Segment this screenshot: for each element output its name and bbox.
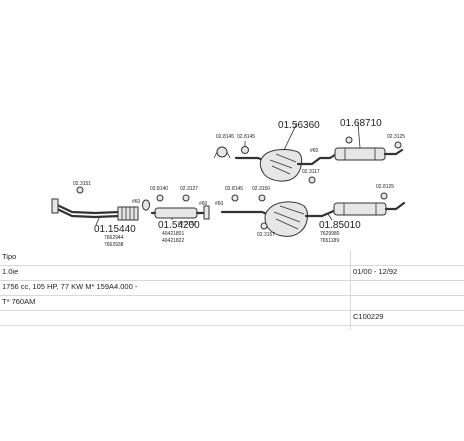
type-code: T* 760AM <box>2 297 36 306</box>
info-row-ref: C100229 <box>0 310 464 326</box>
model-name: Tipo <box>2 252 17 261</box>
front-downpipe <box>53 202 122 215</box>
lower-inlet-pipe <box>220 210 274 218</box>
reference-label: 7662944 <box>104 235 124 241</box>
small-part-label: 02.8145 <box>216 134 234 140</box>
marker-label: #60 <box>132 199 141 205</box>
small-part-label: 02.3127 <box>180 186 198 192</box>
small-part-label: 02.8145 <box>225 186 243 192</box>
part-number-label: 01.56360 <box>278 120 320 131</box>
part-number-label: 01.85010 <box>319 220 361 231</box>
upper-rear-silencer <box>334 147 386 161</box>
upper-mid-pipe <box>296 151 340 166</box>
marker-label: #60 <box>310 148 319 154</box>
front-flex-joint <box>117 206 139 221</box>
lower-tail-pipe <box>384 201 406 211</box>
lower-rear-silencer <box>333 202 387 216</box>
lower-center-silencer <box>264 201 308 237</box>
middle-cat <box>154 207 198 219</box>
small-part-label: 02.8125 <box>376 184 394 190</box>
part-number-label: 01.15440 <box>94 224 136 235</box>
small-part-label: 02.3117 <box>302 169 320 175</box>
part-number-labels: 01.56360 01.68710 01.15440 01.54200 01.8… <box>94 118 382 235</box>
middle-clamp-right <box>182 194 190 202</box>
exhaust-system-diagram: 01.56360 01.68710 01.15440 01.54200 01.8… <box>51 118 406 248</box>
small-part-labels: 02.8145 02.8145 02.3125 02.3117 02.3151 … <box>73 134 405 238</box>
middle-flange <box>203 205 210 220</box>
upper-rear-hanger <box>345 136 402 149</box>
small-part-label: 02.3151 <box>73 181 91 187</box>
lower-assembly <box>51 186 406 237</box>
marker-label: #60 <box>215 201 224 207</box>
part-number-label: 01.54200 <box>158 220 200 231</box>
reference-labels: 7662944 7662938 40421801 40421822 762998… <box>104 231 340 248</box>
upper-tail-pipe <box>383 148 404 156</box>
small-part-label: 02.3150 <box>252 186 270 192</box>
small-part-label: 02.3125 <box>387 134 405 140</box>
reference-label: 7651189 <box>320 238 339 244</box>
lower-small-hangers <box>231 194 268 230</box>
clamp-upper-left <box>213 146 231 159</box>
lower-mid-pipe <box>304 208 338 218</box>
reference-label: 7629980 <box>320 231 340 237</box>
lower-rear-hanger <box>380 192 388 200</box>
front-hanger <box>76 186 84 194</box>
middle-clamp-left <box>156 194 164 202</box>
front-gasket <box>142 199 150 211</box>
info-row-engine: 1.0ie 01/00 - 12/92 <box>0 265 464 281</box>
reference-label: 40421801 <box>162 231 184 237</box>
reference-label: 40421822 <box>162 238 184 244</box>
production-period: 01/00 - 12/92 <box>353 267 398 276</box>
info-row-code: T* 760AM <box>0 295 464 311</box>
small-part-label: 02.8140 <box>150 186 168 192</box>
engine-name: 1.0ie <box>2 267 19 276</box>
upper-small-clamp <box>308 176 316 184</box>
reference-number: C100229 <box>353 312 384 321</box>
reference-label: 7662938 <box>104 242 124 248</box>
small-part-label: 02.8145 <box>237 134 255 140</box>
info-row-model: Tipo <box>0 250 464 266</box>
vehicle-info-table: Tipo 1.0ie 01/00 - 12/92 1756 cc, 105 HP… <box>0 250 464 330</box>
upper-center-silencer <box>259 149 303 182</box>
small-part-label: 02.3157 <box>257 232 275 238</box>
part-number-label: 01.68710 <box>340 118 382 129</box>
small-part-label: 02.3157 <box>178 221 196 227</box>
marker-labels: #60 #60 #60 #60 <box>132 148 319 207</box>
upper-assembly <box>213 122 404 184</box>
engine-spec: 1756 cc, 105 HP, 77 KW M* 159A4.000 - <box>2 282 138 291</box>
hanger-upper-middle <box>241 141 249 154</box>
front-flange <box>51 198 59 214</box>
info-row-spec: 1756 cc, 105 HP, 77 KW M* 159A4.000 - <box>0 280 464 296</box>
marker-label: #60 <box>199 201 208 207</box>
column-divider <box>350 250 351 330</box>
